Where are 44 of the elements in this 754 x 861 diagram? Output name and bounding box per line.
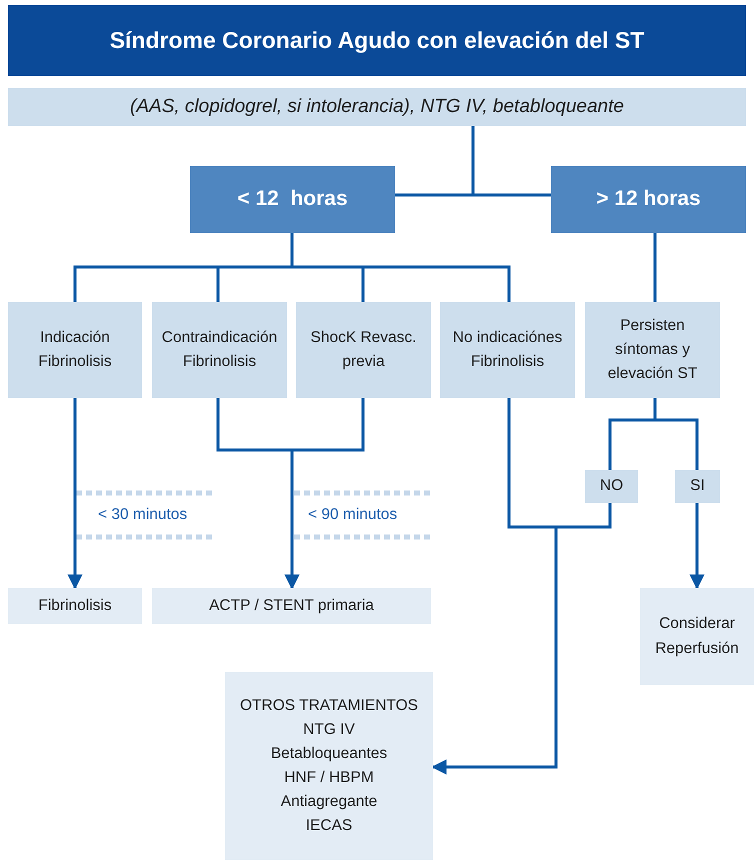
box-text: HNF / HBPM [284, 768, 374, 788]
box-text: Contraindicación Fibrinolisis [160, 328, 278, 372]
box-text: > 12 horas [596, 186, 701, 212]
box-text: NTG IV [303, 720, 355, 740]
box-text: No indicaciónes Fibrinolisis [452, 328, 564, 372]
box-text: Indicación Fibrinolisis [37, 328, 113, 372]
process-box [585, 302, 720, 398]
arrow [432, 503, 612, 774]
box-text: Considerar Reperfusión [654, 614, 740, 658]
connector-line [654, 233, 656, 302]
title: Síndrome Coronario Agudo con elevación del ST [110, 27, 644, 54]
arrow [690, 503, 704, 590]
connector-line [654, 398, 698, 470]
process-box [675, 470, 720, 503]
arrow [68, 398, 82, 590]
process-box [551, 166, 746, 233]
process-box [585, 470, 638, 503]
box-text: ACTP / STENT primaria [209, 596, 374, 616]
process-box [152, 588, 431, 624]
time-note: < 90 minutos [308, 506, 398, 524]
box-text: ShocK Revasc. previa [310, 328, 418, 372]
box-text: (AAS, clopidogrel, si intolerancia), NTG IV, betabloqueante [130, 95, 624, 120]
time-note: < 30 minutos [98, 506, 188, 524]
process-box [640, 588, 754, 685]
box-text: SI [690, 476, 705, 496]
connector-line [290, 233, 510, 302]
box-text: Fibrinolisis [38, 596, 112, 616]
box-heading: OTROS TRATAMIENTOS [240, 696, 418, 716]
process-box [8, 588, 142, 624]
box-text: NO [600, 476, 624, 496]
box-text: Persisten síntomas y elevación ST [606, 316, 698, 384]
process-box [190, 166, 395, 233]
connector-line [472, 126, 551, 196]
process-box [296, 302, 431, 398]
box-text: IECAS [306, 816, 352, 836]
process-box [8, 302, 142, 398]
box-text: Antiagregante [280, 792, 378, 812]
process-box [440, 302, 575, 398]
info-band [8, 88, 746, 126]
arrow [284, 398, 364, 590]
box-text: < 12 horas [237, 186, 348, 212]
process-box [152, 302, 287, 398]
box-text: Betabloqueantes [270, 744, 388, 764]
process-box [225, 672, 433, 860]
